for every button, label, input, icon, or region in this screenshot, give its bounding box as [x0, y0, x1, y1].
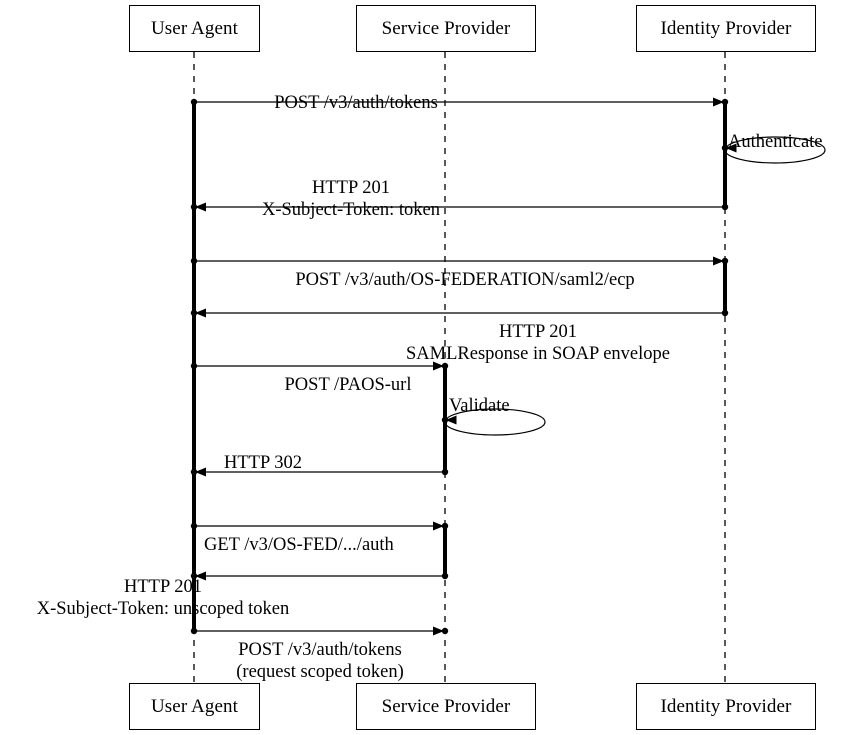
message-tail-dot-1: [190, 98, 198, 106]
message-head-dot-7: [441, 522, 449, 530]
message-label-7-line-1: GET /v3/OS-FED/.../auth: [204, 535, 394, 555]
participant-box-top-idp: Identity Provider: [636, 5, 816, 52]
participant-box-bottom-sp: Service Provider: [356, 683, 536, 730]
message-label-1-line-1: POST /v3/auth/tokens: [274, 93, 438, 113]
participant-label: Identity Provider: [660, 696, 792, 717]
participant-box-bottom-idp: Identity Provider: [636, 683, 816, 730]
activation-bar-sp-5: [443, 526, 447, 576]
message-head-dot-4: [190, 309, 198, 317]
message-head-dot-6: [190, 468, 198, 476]
self-message-dot-1: [721, 144, 729, 152]
lifelines-layer: [193, 52, 726, 683]
message-tail-dot-2: [721, 203, 729, 211]
participant-box-top-ua: User Agent: [129, 5, 260, 52]
message-tail-dot-4: [721, 309, 729, 317]
message-tail-dot-8: [441, 572, 449, 580]
message-tail-dot-5: [190, 362, 198, 370]
message-tail-dot-7: [190, 522, 198, 530]
message-label-9-line-1: POST /v3/auth/tokens: [238, 640, 402, 660]
participant-box-top-sp: Service Provider: [356, 5, 536, 52]
message-label-6-line-1: HTTP 302: [224, 453, 302, 473]
activation-bar-idp-2: [723, 102, 727, 207]
self-message-label-2: Validate: [449, 396, 510, 416]
participant-label: Service Provider: [381, 18, 511, 39]
message-label-5-line-1: POST /PAOS-url: [284, 375, 412, 395]
participant-label: User Agent: [150, 696, 238, 717]
message-label-3-line-1: POST /v3/auth/OS-FEDERATION/saml2/ecp: [295, 270, 635, 290]
self-message-dot-2: [441, 416, 449, 424]
message-tail-dot-3: [190, 257, 198, 265]
participant-label: Service Provider: [381, 696, 511, 717]
message-head-dot-2: [190, 203, 198, 211]
message-label-4-line-2: SAMLResponse in SOAP envelope: [406, 344, 670, 364]
message-head-dot-8: [190, 572, 198, 580]
message-label-4-line-1: HTTP 201: [499, 322, 577, 342]
message-label-8-line-1: HTTP 201: [124, 577, 202, 597]
messages-layer: [190, 97, 729, 636]
message-head-dot-3: [721, 257, 729, 265]
message-label-9-line-2: (request scoped token): [236, 662, 404, 682]
participant-box-bottom-ua: User Agent: [129, 683, 260, 730]
message-label-2-line-2: X-Subject-Token: token: [261, 200, 441, 220]
self-message-label-1: Authenticate: [728, 132, 823, 152]
message-tail-dot-9: [190, 627, 198, 635]
message-label-8-line-2: X-Subject-Token: unscoped token: [36, 599, 290, 619]
self-messages-layer: [441, 136, 826, 436]
message-head-dot-5: [441, 362, 449, 370]
message-head-dot-1: [721, 98, 729, 106]
activation-bar-idp-3: [723, 261, 727, 313]
message-label-2-line-1: HTTP 201: [312, 178, 390, 198]
message-tail-dot-6: [441, 468, 449, 476]
participant-label: User Agent: [150, 18, 238, 39]
message-head-dot-9: [441, 627, 449, 635]
participant-label: Identity Provider: [660, 18, 792, 39]
